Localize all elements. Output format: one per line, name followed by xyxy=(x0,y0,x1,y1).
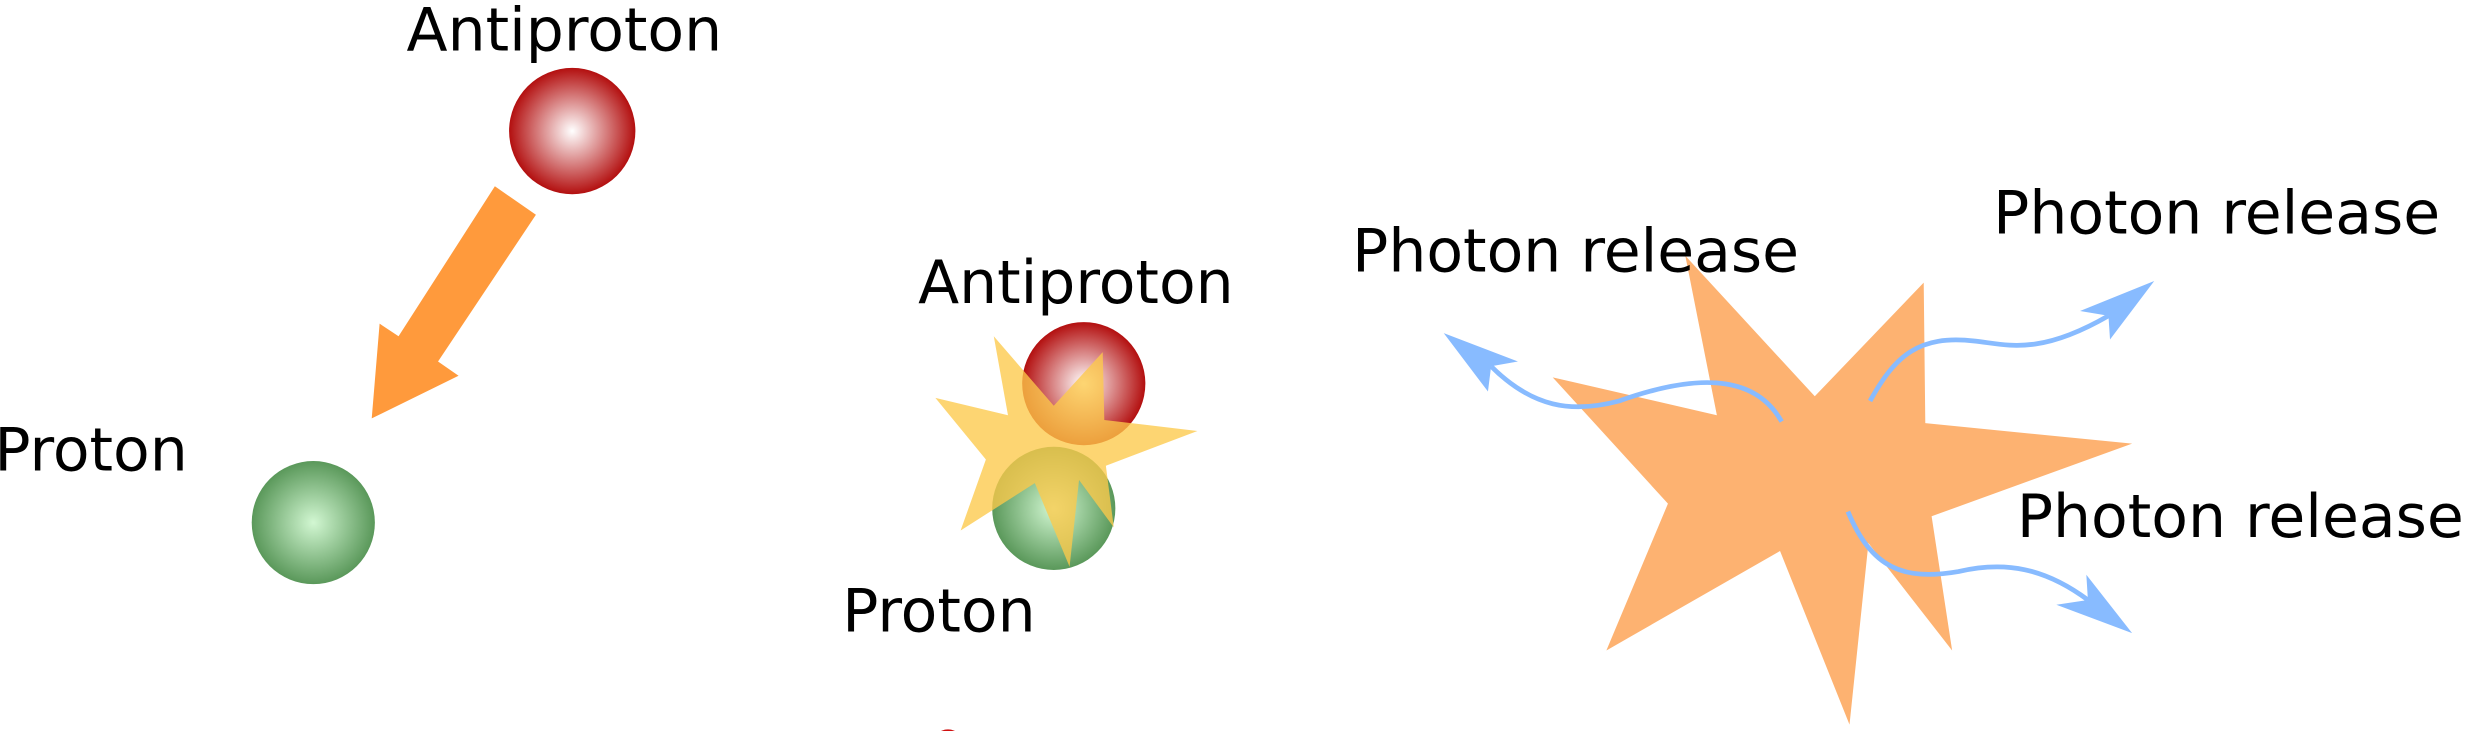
proton-label: Proton xyxy=(0,415,188,485)
photon-release-label-bottom-right: Photon release xyxy=(2017,482,2464,552)
antiproton-particle xyxy=(509,67,636,195)
photon-waves xyxy=(1489,313,2110,602)
annihilation-burst xyxy=(1552,255,2133,725)
collision-flash xyxy=(935,336,1198,567)
antiproton-label: Antiproton xyxy=(407,0,723,66)
photon-wave-bottom-right xyxy=(1845,510,2090,602)
photon-wave-left xyxy=(1489,364,1784,423)
proton-particle xyxy=(251,461,375,585)
photon-arrowhead-top-right xyxy=(2080,281,2155,340)
photon-arrowhead-bottom-right xyxy=(2056,574,2133,634)
photon-release-label-top-right: Photon release xyxy=(1993,179,2440,249)
proton-collision-label: Proton xyxy=(842,577,1035,647)
photon-wave-top-right xyxy=(1867,313,2110,403)
motion-arrow xyxy=(371,186,536,419)
photon-release-label-left: Photon release xyxy=(1352,217,1799,287)
photon-arrowhead-left xyxy=(1443,333,1518,392)
antiproton-collision-label: Antiproton xyxy=(918,248,1234,318)
